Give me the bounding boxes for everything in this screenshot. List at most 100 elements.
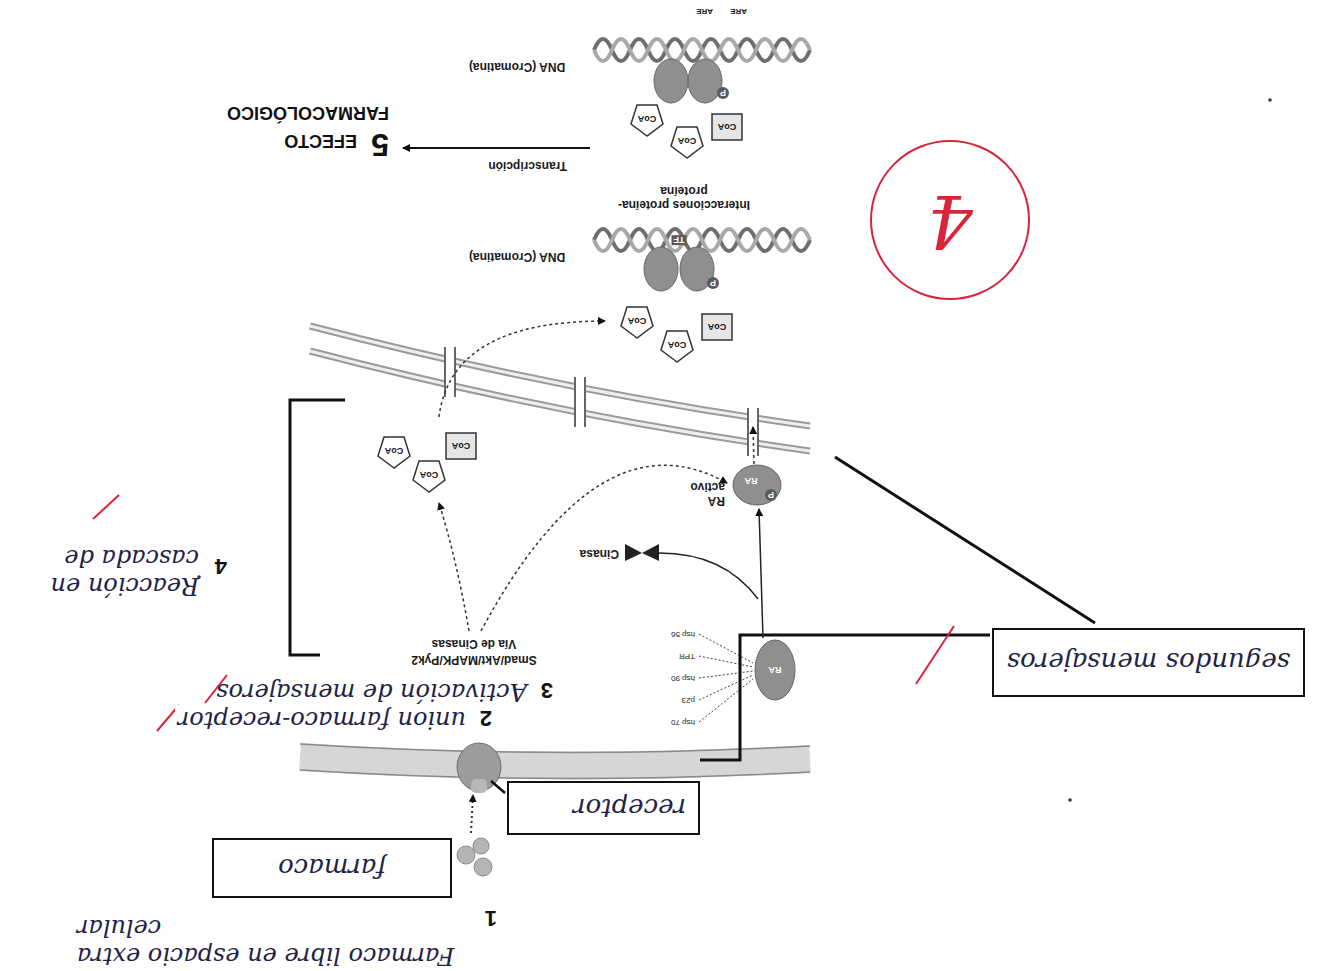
drug-molecule: [474, 858, 492, 876]
protein-label: hsp 70: [671, 718, 695, 727]
dna-helix: [594, 39, 810, 61]
activation-arrow: [759, 509, 763, 638]
nuclear-membrane: [310, 326, 810, 426]
phosphate: [765, 489, 777, 501]
coactivator-label: CoA: [452, 441, 471, 451]
protein-label: RA: [769, 665, 782, 675]
phospho-label: P: [710, 278, 716, 288]
dna-label: DNA (Cromatina): [467, 59, 567, 73]
nuclear-pore: [444, 347, 446, 397]
pathway-arrow: [439, 503, 469, 631]
handwritten-text: segundos mensajeros: [1007, 648, 1290, 678]
site-label: ARE: [730, 7, 747, 16]
nuclear-pore: [584, 377, 586, 427]
protein-label: p23: [682, 696, 695, 705]
coactivator-label: CoA: [628, 316, 647, 326]
check-mark: [916, 626, 954, 684]
process-label: Transcripción: [488, 158, 567, 172]
coactivator-shape: [446, 433, 476, 459]
stray-dot: [1068, 798, 1072, 802]
active-receptor: [733, 465, 781, 505]
coactivator-label: CoA: [718, 122, 737, 132]
phosphate: [707, 277, 719, 289]
leader-line: [699, 679, 753, 722]
enzyme-label: Cinasa: [580, 546, 619, 560]
receptor-protein: [755, 640, 795, 700]
leader-line: [491, 781, 505, 793]
handwritten-note: Farmaco libre en espacio extra celular: [77, 914, 461, 969]
label-box: segundos mensajeros: [992, 628, 1305, 697]
step-number: 4: [215, 554, 227, 579]
dna-label: DNA (Cromatina): [467, 249, 567, 263]
phosphate: [717, 87, 729, 99]
interaction-label: Interacciones proteína-proteína: [609, 183, 759, 211]
protein-label: hsp 90: [671, 674, 695, 683]
coactivator-shape: [631, 105, 663, 136]
nuclear-membrane: [310, 351, 810, 451]
drug-molecule: [457, 846, 475, 864]
phospho-label: P: [720, 88, 726, 98]
site-label: ARE: [696, 7, 713, 16]
nuclear-membrane: [310, 351, 810, 451]
handwritten-text: receptor: [573, 793, 686, 823]
leader-line: [835, 457, 1095, 623]
coactivator-label: CoA: [420, 470, 439, 480]
coactivator-shape: [378, 437, 410, 468]
receptor-dimer: [688, 59, 722, 103]
coactivator-shape: [661, 331, 693, 362]
bracket-line: [700, 635, 990, 760]
label-box: farmaco: [212, 838, 452, 898]
leader-line: [699, 656, 753, 667]
phospho-label: P: [768, 490, 774, 500]
cell-membrane-edge: [300, 770, 810, 779]
coactivator-shape: [621, 307, 653, 338]
dna-helix: [594, 39, 810, 61]
binding-arrow: [471, 795, 473, 833]
nuclear-pore: [574, 377, 576, 427]
translocation-arrow: [439, 321, 605, 417]
protein-label: hsp 56: [671, 630, 695, 639]
pathway-arrow: [481, 465, 727, 631]
protein-label: RA activo: [681, 479, 725, 507]
effect-label: EFECTO: [284, 130, 357, 151]
handwritten-note: Activación de mensajeros: [216, 677, 527, 705]
effect-label: FARMACOLÓGICO: [227, 102, 389, 123]
grade-text: 4: [927, 178, 973, 262]
label-box: receptor: [507, 781, 700, 835]
bracket-line: [290, 400, 345, 655]
coactivator-shape: [671, 127, 703, 158]
step-number: 1: [485, 906, 497, 931]
coactivator-shape: [413, 461, 445, 492]
grade-circle: 4: [870, 140, 1030, 300]
kinase-symbol: [625, 544, 659, 561]
protein-label: TPR: [679, 652, 695, 661]
receptor-dimer: [644, 247, 678, 291]
handwritten-text: farmaco: [278, 853, 386, 883]
nuclear-pore: [747, 408, 749, 456]
coactivator-label: CoA: [678, 136, 697, 146]
coactivator-shape: [712, 114, 742, 140]
nuclear-pore: [445, 347, 455, 397]
leader-line: [699, 675, 753, 700]
membrane-receptor: [471, 779, 487, 793]
coactivator-label: CoA: [668, 340, 687, 350]
coactivator-label: CoA: [385, 446, 404, 456]
cell-membrane-edge: [300, 744, 810, 753]
kinase-line: [659, 553, 758, 599]
coactivator-label: CoA: [708, 322, 727, 332]
pathway-label: Vía de Cinasas: [389, 636, 559, 650]
check-mark: [93, 495, 119, 519]
translocation-arrow: [753, 427, 754, 464]
leader-line: [699, 634, 753, 663]
leader-line: [699, 671, 753, 678]
transcription-arrow: [403, 147, 590, 149]
nuclear-pore: [575, 377, 585, 427]
drug-molecule: [473, 838, 489, 854]
step-number: 3: [541, 678, 553, 703]
receptor-dimer: [654, 59, 688, 103]
stray-dot: [1268, 98, 1272, 102]
handwritten-note: union farmaco-receptor: [175, 705, 469, 733]
coactivator-shape: [702, 314, 732, 340]
step-number: 2: [477, 706, 495, 731]
nuclear-membrane: [310, 326, 810, 426]
